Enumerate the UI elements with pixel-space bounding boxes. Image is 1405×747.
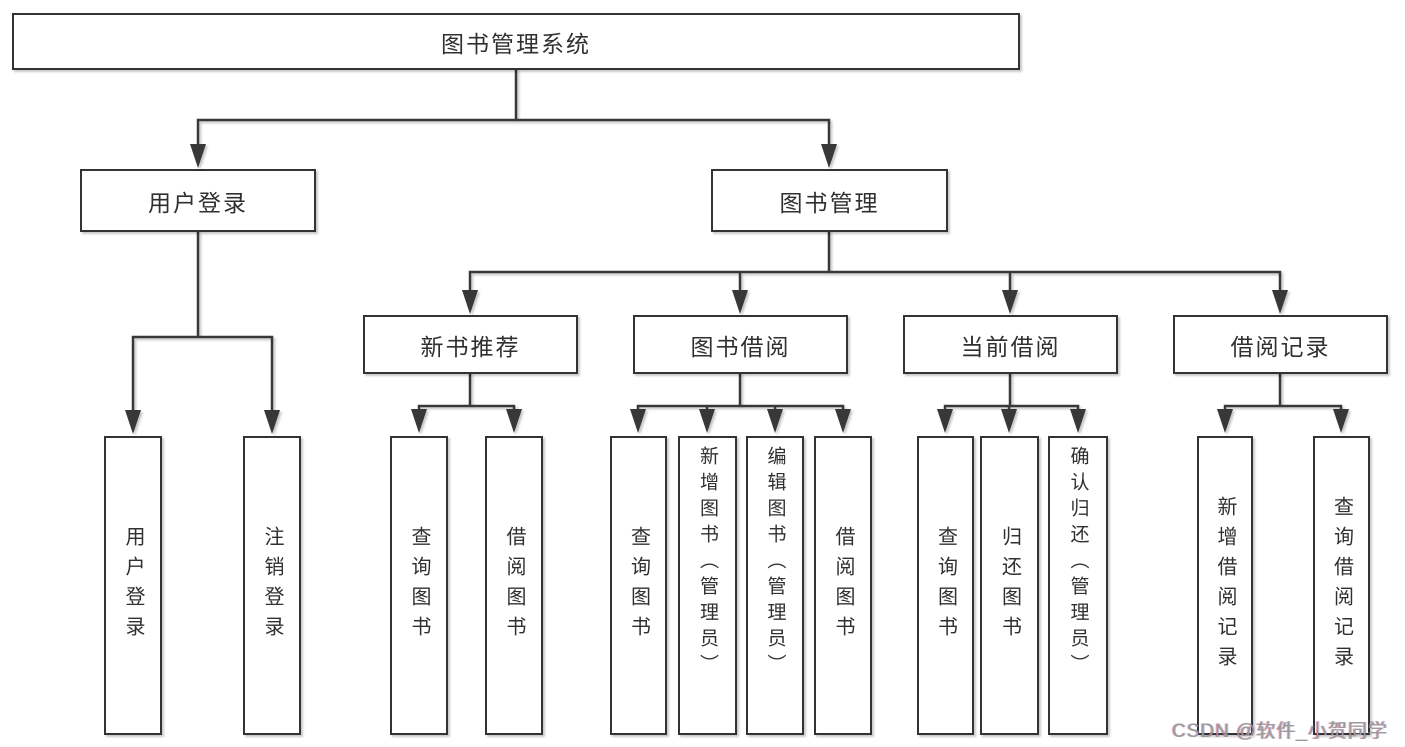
arrowhead-icon bbox=[190, 144, 206, 168]
leaf-label: 查询借阅记录 bbox=[1330, 495, 1353, 676]
connector-root-to-level2 bbox=[196, 68, 831, 148]
leaf-query-borrow-record: 查询借阅记录 bbox=[1313, 436, 1370, 735]
arrowheads bbox=[125, 144, 1349, 434]
node-label: 新书推荐 bbox=[420, 333, 521, 360]
leaf-borrow-books: 借阅图书 bbox=[814, 436, 872, 735]
leaf-label: 注销登录 bbox=[261, 525, 283, 646]
connector-userlogin-to-leaves bbox=[131, 230, 274, 414]
node-label: 用户登录 bbox=[148, 189, 248, 216]
arrowhead-icon bbox=[462, 290, 478, 314]
connector-bookmgmt-to-level3 bbox=[468, 230, 1282, 294]
leaf-label: 编辑图书（管理员） bbox=[764, 446, 786, 680]
node-label: 图书管理 bbox=[779, 189, 880, 216]
csdn-watermark: CSDN @软件_小贺同学 bbox=[1172, 721, 1388, 742]
arrowhead-icon bbox=[1333, 409, 1349, 433]
node-label: 图书借阅 bbox=[690, 333, 791, 360]
leaf-label: 查询图书 bbox=[627, 525, 650, 646]
arrowhead-icon bbox=[125, 410, 141, 434]
leaf-label: 借阅图书 bbox=[503, 525, 525, 646]
leaf-edit-book-admin: 编辑图书（管理员） bbox=[746, 436, 804, 735]
arrowhead-icon bbox=[767, 409, 783, 433]
leaf-label: 借阅图书 bbox=[832, 525, 854, 646]
arrowhead-icon bbox=[630, 409, 646, 433]
arrowhead-icon bbox=[1001, 409, 1017, 433]
node-label: 当前借阅 bbox=[960, 333, 1061, 360]
arrowhead-icon bbox=[1002, 290, 1018, 314]
arrowhead-icon bbox=[1272, 290, 1288, 314]
arrowhead-icon bbox=[732, 290, 748, 314]
leaf-label: 新增借阅记录 bbox=[1214, 495, 1236, 676]
leaf-label: 查询图书 bbox=[408, 525, 430, 646]
leaf-label: 归还图书 bbox=[998, 525, 1021, 646]
connector-bookborrow-to-leaves bbox=[636, 372, 845, 415]
leaf-label: 用户登录 bbox=[122, 525, 144, 646]
arrowhead-icon bbox=[835, 409, 851, 433]
arrowhead-icon bbox=[506, 409, 522, 433]
leaf-query-books-current: 查询图书 bbox=[917, 436, 974, 735]
leaf-label: 查询图书 bbox=[934, 525, 957, 646]
arrowhead-icon bbox=[937, 409, 953, 433]
node-user-login: 用户登录 bbox=[80, 169, 316, 232]
leaf-label: 新增图书（管理员） bbox=[697, 446, 718, 680]
leaf-add-borrow-record: 新增借阅记录 bbox=[1197, 436, 1253, 735]
arrowhead-icon bbox=[1217, 409, 1233, 433]
leaf-borrow-books-recommend: 借阅图书 bbox=[485, 436, 543, 735]
leaf-confirm-return-admin: 确认归还（管理员） bbox=[1048, 436, 1108, 735]
leaf-return-book: 归还图书 bbox=[980, 436, 1039, 735]
arrowhead-icon bbox=[264, 410, 280, 434]
node-borrowing-records: 借阅记录 bbox=[1173, 315, 1388, 374]
node-book-management: 图书管理 bbox=[711, 169, 948, 232]
arrowhead-icon bbox=[821, 144, 837, 168]
arrowhead-icon bbox=[699, 409, 715, 433]
leaf-query-books-borrowing: 查询图书 bbox=[610, 436, 667, 735]
node-book-borrowing: 图书借阅 bbox=[633, 315, 848, 374]
node-library-management-system: 图书管理系统 bbox=[12, 13, 1020, 70]
node-label: 借阅记录 bbox=[1230, 333, 1331, 360]
leaf-add-book-admin: 新增图书（管理员） bbox=[678, 436, 737, 735]
leaf-label: 确认归还（管理员） bbox=[1067, 446, 1089, 680]
node-label: 图书管理系统 bbox=[441, 30, 591, 57]
leaf-query-books-recommend: 查询图书 bbox=[390, 436, 448, 735]
leaf-user-login: 用户登录 bbox=[104, 436, 162, 735]
leaf-logout: 注销登录 bbox=[243, 436, 301, 735]
arrowhead-icon bbox=[1070, 409, 1086, 433]
connector-newbook-to-leaves bbox=[417, 372, 516, 415]
connector-currentborrow-to-leaves bbox=[943, 372, 1080, 415]
node-current-borrowing: 当前借阅 bbox=[903, 315, 1118, 374]
connector-borrowrecord-to-leaves bbox=[1223, 372, 1343, 415]
arrowhead-icon bbox=[411, 409, 427, 433]
node-new-book-recommend: 新书推荐 bbox=[363, 315, 578, 374]
